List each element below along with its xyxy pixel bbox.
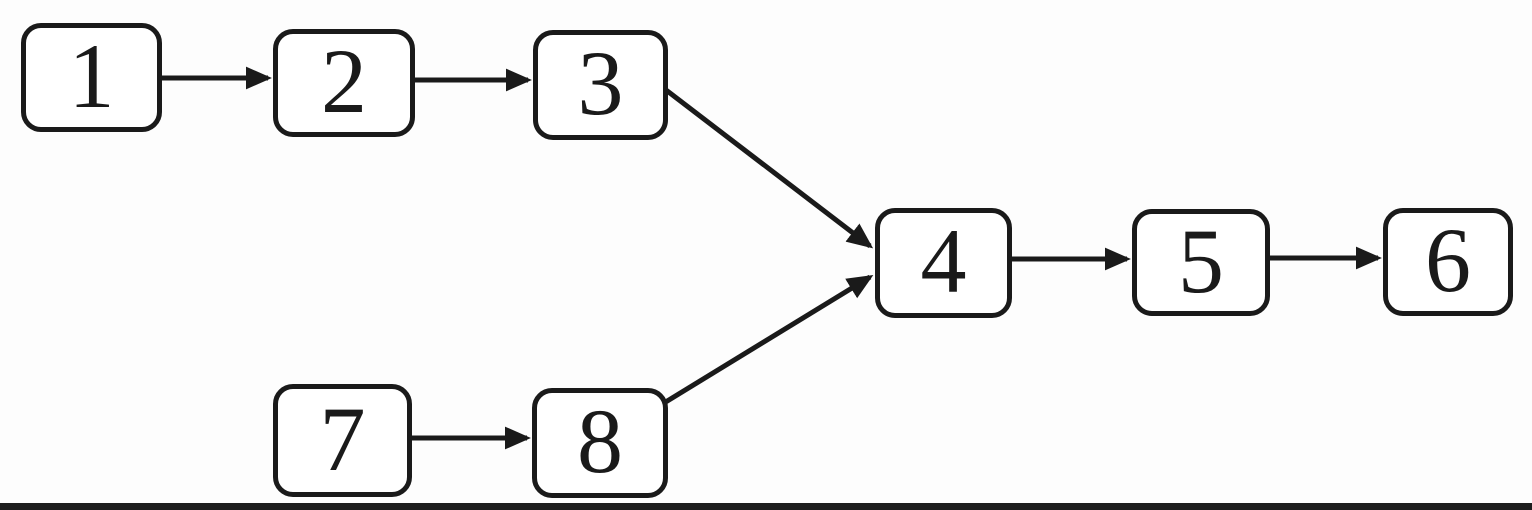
- node-3: 3: [533, 30, 668, 140]
- node-4: 4: [875, 208, 1012, 318]
- node-3-label: 3: [577, 32, 624, 134]
- node-6: 6: [1383, 208, 1513, 316]
- edge-8-4-arrow: [662, 274, 874, 406]
- node-5-label: 5: [1178, 209, 1224, 312]
- node-2-label: 2: [321, 30, 367, 132]
- edge-3-4-arrow: [664, 88, 874, 249]
- node-6-label: 6: [1425, 209, 1471, 311]
- node-7: 7: [273, 384, 412, 497]
- bottom-edge-bar: [0, 503, 1532, 510]
- node-4-label: 4: [920, 210, 967, 312]
- node-2: 2: [273, 29, 415, 137]
- node-1-label: 1: [68, 24, 115, 127]
- node-5: 5: [1132, 209, 1270, 316]
- node-1: 1: [21, 23, 162, 132]
- node-8-label: 8: [577, 390, 623, 492]
- node-7-label: 7: [319, 387, 366, 490]
- node-8: 8: [532, 388, 668, 498]
